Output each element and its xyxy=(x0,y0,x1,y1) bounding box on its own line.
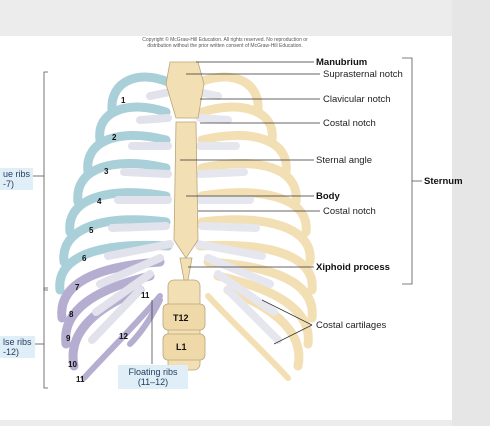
rib-number-1: 1 xyxy=(121,96,126,105)
rib-number-12: 12 xyxy=(119,332,128,341)
xiphoid-process xyxy=(179,257,193,281)
rib-number-10: 10 xyxy=(68,360,77,369)
false-ribs-brace xyxy=(43,287,48,389)
costal-cartilages-label: Costal cartilages xyxy=(316,320,387,331)
manubrium-label: Manubrium xyxy=(316,57,368,68)
right-costal-cartilages xyxy=(194,88,282,344)
rib-number-11-left: 11 xyxy=(76,375,85,384)
sternum-body xyxy=(173,121,199,259)
vertebra-t12 xyxy=(162,303,206,331)
clavicular-notch-label: Clavicular notch xyxy=(323,94,391,105)
true-ribs-brace xyxy=(43,71,48,291)
rib-number-9: 9 xyxy=(66,334,71,343)
copyright-notice: Copyright © McGraw-Hill Education. All r… xyxy=(142,37,308,49)
true-ribs-tag: ue ribs -7) xyxy=(0,168,34,190)
sternum-label: Sternum xyxy=(424,176,463,187)
rib-number-8: 8 xyxy=(69,310,74,319)
vertebra-l1-label: L1 xyxy=(176,342,187,352)
vertebra-t12-label: T12 xyxy=(173,313,189,323)
rib-number-2: 2 xyxy=(112,133,117,142)
sternum-brace xyxy=(402,57,413,285)
floating-ribs-tag: Floating ribs (11–12) xyxy=(118,365,188,389)
rib-number-4: 4 xyxy=(97,197,102,206)
body-label: Body xyxy=(316,191,340,202)
false-ribs-tag: lse ribs -12) xyxy=(0,336,35,358)
left-costal-cartilages xyxy=(88,88,174,344)
xiphoid-process-label: Xiphoid process xyxy=(316,262,390,273)
rib-number-11: 11 xyxy=(141,291,150,300)
rib-number-6: 6 xyxy=(82,254,87,263)
leader-lines xyxy=(151,61,320,364)
right-sidebar xyxy=(452,0,490,426)
rib-number-3: 3 xyxy=(104,167,109,176)
vertebra-l1 xyxy=(162,333,206,361)
manubrium xyxy=(165,61,205,119)
left-ribs xyxy=(55,72,173,381)
rib-number-7: 7 xyxy=(75,283,80,292)
sternal-angle-label: Sternal angle xyxy=(316,155,372,166)
suprasternal-notch-label: Suprasternal notch xyxy=(323,69,403,80)
costal-notch-lower-label: Costal notch xyxy=(323,206,376,217)
rib-number-5: 5 xyxy=(89,226,94,235)
costal-notch-upper-label: Costal notch xyxy=(323,118,376,129)
